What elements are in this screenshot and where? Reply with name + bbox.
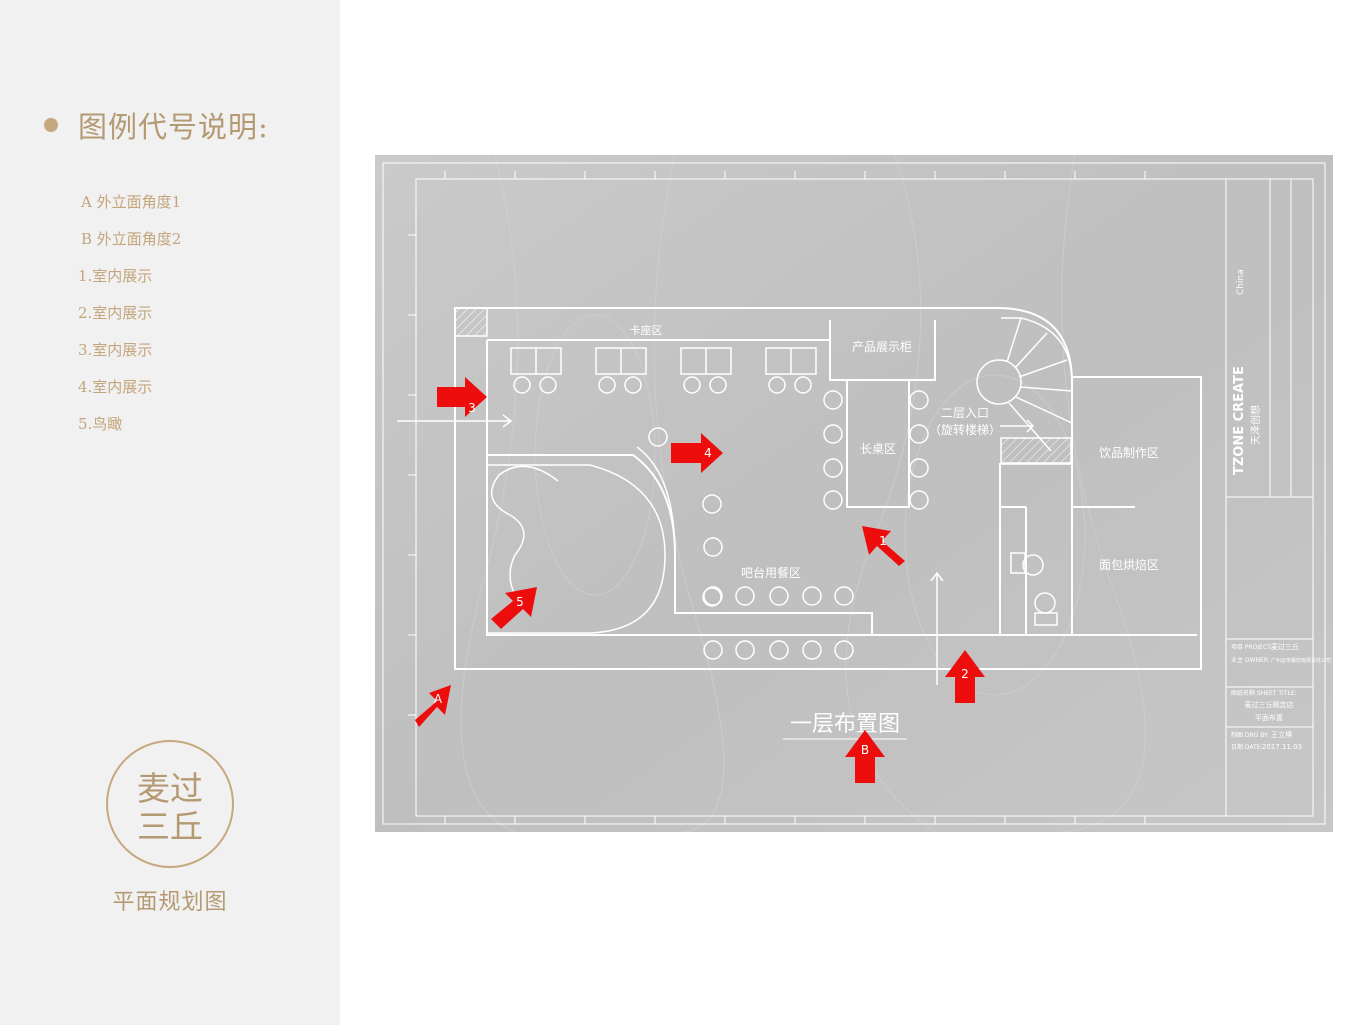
spiral-staircase xyxy=(976,317,1073,464)
tb-sheet-value-1: 麦过三丘概念店 xyxy=(1245,700,1294,709)
legend-item-b: B 外立面角度2 xyxy=(81,230,182,248)
logo-text-line2: 三丘 xyxy=(137,807,203,846)
marker-b-arrow-icon xyxy=(845,730,885,783)
flow-arrows xyxy=(397,414,1035,685)
legend-item-3: 3.室内展示 xyxy=(78,341,153,359)
marker-2-arrow-icon xyxy=(945,650,985,703)
legend-title-text: 图例代号说明: xyxy=(78,110,269,144)
tb-drawn-label: 制图 DRG BY: xyxy=(1231,731,1269,739)
legend-title: 图例代号说明: xyxy=(44,104,269,146)
board-background xyxy=(375,155,1333,832)
tb-date-label: 日期 DATE: xyxy=(1231,743,1263,751)
wall-hatch-left xyxy=(454,307,488,337)
marker-3-arrow-icon xyxy=(437,377,487,417)
brand-logo: 麦过 三丘 xyxy=(106,740,234,868)
tb-brand-cn: 天泽创想 xyxy=(1249,405,1262,445)
marker-4-label: 4 xyxy=(704,446,712,460)
marker-1-label: 1 xyxy=(879,534,887,548)
tb-brand: TZONE CREATE xyxy=(1232,366,1247,475)
booth-tables xyxy=(510,347,817,394)
legend-item-4: 4.室内展示 xyxy=(78,378,153,396)
kitchen-fixtures xyxy=(1010,552,1058,626)
legend-item-2: 2.室内展示 xyxy=(78,304,153,322)
tb-drawn-value: 王立博 xyxy=(1271,730,1292,739)
marker-b-label: B xyxy=(861,743,869,757)
plan-title: 一层布置图 xyxy=(790,712,900,737)
title-block xyxy=(1225,178,1314,817)
legend-item-5: 5.鸟瞰 xyxy=(78,415,123,433)
tb-project-value: 麦过三丘 xyxy=(1271,642,1299,651)
view-markers xyxy=(415,377,985,783)
zone-display-cabinet: 产品展示柜 xyxy=(852,340,912,354)
marker-1-arrow-icon xyxy=(862,526,905,566)
marker-2-label: 2 xyxy=(961,667,969,681)
wall-hatch-stair xyxy=(1000,437,1072,465)
marker-5-arrow-icon xyxy=(491,587,537,629)
zone-stair-type: （旋转楼梯） xyxy=(929,422,1001,437)
zone-long-table: 长桌区 xyxy=(860,442,896,456)
page-caption: 平面规划图 xyxy=(112,890,228,915)
marker-a-arrow-icon xyxy=(415,685,451,727)
legend-item-a: A 外立面角度1 xyxy=(81,193,182,211)
tb-sheet-label: 图纸名称 SHEET TITLE: xyxy=(1231,689,1297,697)
tb-date-value: 2017.11.03 xyxy=(1262,743,1302,751)
marker-3-label: 3 xyxy=(468,401,476,415)
tb-sheet-value-2: 平面布置 xyxy=(1255,713,1283,722)
tb-project-label: 项目 PROJECT: xyxy=(1231,644,1272,651)
bar-counter xyxy=(488,427,854,660)
bullet-dot-icon xyxy=(44,118,58,132)
ruler-ticks xyxy=(408,171,1146,824)
tb-china: China xyxy=(1236,269,1246,295)
logo-text-line1: 麦过 xyxy=(137,769,203,808)
zone-bakery: 面包烘焙区 xyxy=(1099,557,1159,572)
zone-drinks: 饮品制作区 xyxy=(1099,446,1159,460)
tb-owner-value: 广州云帛餐饮有限责任公司 xyxy=(1271,657,1331,664)
zone-bar-dining: 吧台用餐区 xyxy=(741,565,801,580)
long-table-chairs xyxy=(823,390,929,510)
marker-4-arrow-icon xyxy=(671,433,723,473)
zone-booth: 卡座区 xyxy=(630,323,663,337)
marker-a-label: A xyxy=(434,692,443,706)
floor-plan-svg: 卡座区 产品展示柜 二层入口 （旋转楼梯） 长桌区 饮品制作区 吧台用餐区 面包… xyxy=(375,155,1333,832)
legend-item-1: 1.室内展示 xyxy=(78,267,153,285)
zone-stair-entry: 二层入口 xyxy=(941,406,989,420)
sidebar: 图例代号说明: A 外立面角度1 B 外立面角度2 1.室内展示 2.室内展示 … xyxy=(0,0,340,1025)
tb-owner-label: 业主 OWNER: xyxy=(1231,656,1270,664)
legend-list: A 外立面角度1 B 外立面角度2 1.室内展示 2.室内展示 3.室内展示 4… xyxy=(78,190,181,449)
building-walls xyxy=(454,307,1202,670)
marker-5-label: 5 xyxy=(516,595,524,609)
floor-plan-board: 卡座区 产品展示柜 二层入口 （旋转楼梯） 长桌区 饮品制作区 吧台用餐区 面包… xyxy=(375,155,1333,832)
